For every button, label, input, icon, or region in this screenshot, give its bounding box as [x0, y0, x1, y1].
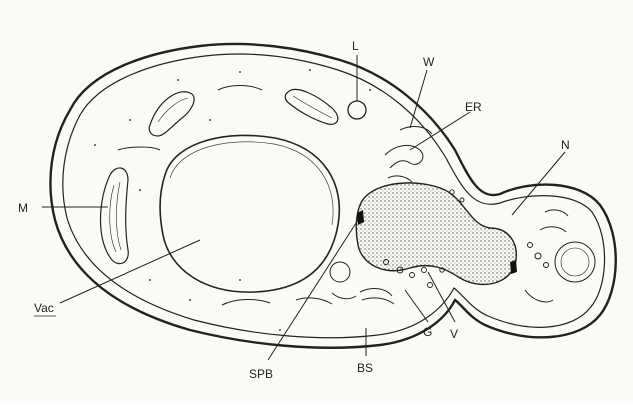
label-m: M [18, 201, 28, 215]
label-er: ER [465, 100, 482, 114]
spindle-pole-body-bud [510, 260, 517, 274]
label-v: V [450, 327, 458, 341]
label-l: L [352, 39, 359, 53]
label-g: G [423, 325, 432, 339]
label-w: W [423, 55, 435, 69]
label-vac: Vac [34, 301, 54, 315]
label-bs: BS [357, 361, 373, 375]
label-n: N [561, 138, 570, 152]
label-spb: SPB [249, 367, 273, 381]
